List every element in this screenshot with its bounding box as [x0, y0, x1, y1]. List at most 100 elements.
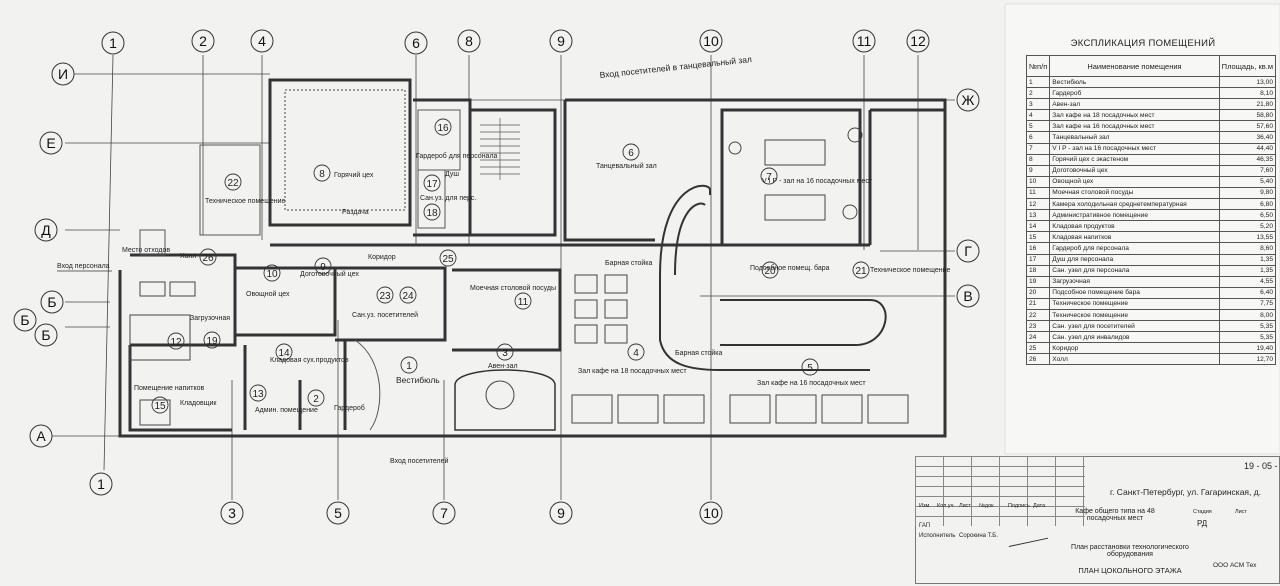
label-tech-room-2: Техническое помещение [870, 267, 951, 274]
legend-row-area: 6,40 [1218, 286, 1277, 299]
svg-text:14: 14 [278, 348, 290, 359]
legend-row-name: Загрузочная [1049, 275, 1220, 288]
axis-5-bottom: 5 [334, 505, 342, 521]
label-cloak-staff: Гардероб для персонала [416, 152, 498, 160]
room-explication: ЭКСПЛИКАЦИЯ ПОМЕЩЕНИЙ №п/п Наименование … [1012, 38, 1277, 366]
bar-counters [454, 184, 887, 431]
legend-row-num: 25 [1025, 342, 1051, 355]
legend-row-area: 8,60 [1218, 242, 1277, 255]
label-hot-shop: Горячий цех [334, 171, 374, 179]
svg-text:4: 4 [633, 348, 639, 359]
legend-header-row: №п/п Наименование помещения Площадь, кв.… [1025, 55, 1277, 77]
legend-row-name: V I P - зал на 16 посадочных мест [1049, 142, 1220, 155]
legend-row-area: 36,40 [1218, 131, 1277, 144]
legend-header-name: Наименование помещения [1049, 55, 1220, 77]
legend-row-name: Танцевальный зал [1049, 131, 1220, 144]
legend-row-name: Авен-зал [1049, 98, 1220, 111]
svg-text:25: 25 [442, 254, 454, 265]
legend-row-area: 12,70 [1218, 353, 1277, 366]
legend-row-name: Административное помещение [1049, 209, 1220, 222]
legend-row-num: 22 [1025, 308, 1051, 322]
label-pastry-shop: Доготовочный цех [300, 270, 359, 278]
label-trash: Место отходов [122, 247, 170, 254]
legend-row-name: Сан. узел для персонала [1049, 264, 1220, 277]
label-hall18: Зал кафе на 18 посадочных мест [578, 368, 687, 375]
svg-text:7: 7 [766, 172, 772, 183]
axis-12: 12 [910, 33, 926, 49]
axis-B3: Б [41, 327, 50, 343]
axis-A: А [36, 428, 46, 444]
stamp-col-3: №док [979, 503, 994, 509]
stamp-sheet-title: План расстановки технологического оборуд… [1071, 544, 1189, 558]
legend-row-num: 18 [1025, 264, 1051, 277]
legend-row-name: Зал кафе на 16 посадочных мест [1049, 120, 1220, 133]
legend-row-name: Холл [1049, 353, 1220, 366]
label-tech-room: Техническое помещение [205, 198, 286, 205]
legend-row-area: 46,35 [1218, 153, 1277, 166]
legend-row-name: Овощной цех [1049, 175, 1220, 188]
legend-row-num: 16 [1025, 242, 1051, 255]
label-entrance-visitors: Вход посетителей [390, 457, 449, 465]
axis-B2: Б [20, 312, 29, 328]
legend-row-num: 15 [1025, 231, 1051, 244]
legend-row-area: 58,80 [1218, 109, 1277, 122]
axis-1-bottom: 1 [97, 476, 105, 492]
stamp-col-5: Дата [1033, 503, 1046, 509]
legend-table: №п/п Наименование помещения Площадь, кв.… [1025, 55, 1277, 366]
legend-row-num: 5 [1025, 120, 1051, 133]
legend-row-num: 4 [1025, 109, 1051, 122]
label-admin: Админ. помещение [255, 407, 318, 414]
legend-row-num: 14 [1025, 220, 1051, 233]
label-wc-staff: Сан.уз. для перс. [420, 195, 476, 202]
legend-row-num: 20 [1025, 286, 1051, 299]
svg-text:20: 20 [764, 266, 776, 277]
legend-row-name: Вестибюль [1049, 75, 1220, 89]
svg-text:22: 22 [227, 178, 239, 189]
legend-row-num: 3 [1025, 98, 1051, 111]
legend-row-num: 17 [1025, 253, 1051, 266]
stamp-col-1: Кол.уч [937, 503, 954, 509]
legend-row-name: Гардероб [1049, 87, 1220, 100]
axis-10: 10 [703, 33, 719, 49]
axis-10-bottom: 10 [703, 505, 719, 521]
svg-text:26: 26 [202, 253, 214, 264]
legend-row-name: Сан. узел для посетителей [1049, 320, 1220, 333]
svg-text:12: 12 [170, 337, 182, 348]
svg-text:17: 17 [426, 179, 438, 190]
legend-row-area: 9,80 [1218, 186, 1277, 200]
svg-text:16: 16 [437, 123, 449, 134]
legend-row-area: 4,55 [1218, 275, 1277, 288]
label-vestibule: Вестибюль [396, 375, 440, 385]
label-vip: V I P - зал на 16 посадочных мест [762, 178, 873, 185]
label-entrance-staff: Вход персонала [57, 263, 110, 270]
legend-row-name: Зал кафе на 18 посадочных мест [1049, 109, 1220, 122]
legend-row-name: Моечная столовой посуды [1049, 186, 1220, 200]
axis-D: Д [41, 222, 51, 238]
svg-text:24: 24 [402, 291, 414, 302]
svg-text:19: 19 [206, 336, 218, 347]
legend-row-area: 1,35 [1218, 264, 1277, 277]
label-wash: Моечная столовой посуды [470, 284, 556, 292]
svg-text:15: 15 [154, 401, 166, 412]
legend-row-num: 6 [1025, 131, 1051, 144]
legend-row-num: 2 [1025, 87, 1051, 100]
legend-row-num: 19 [1025, 275, 1051, 288]
legend-row-area: 13,55 [1218, 231, 1277, 244]
axis-1: 1 [109, 35, 117, 51]
axis-G: Г [964, 243, 972, 259]
label-drinks: Помещение напитков [134, 385, 205, 392]
